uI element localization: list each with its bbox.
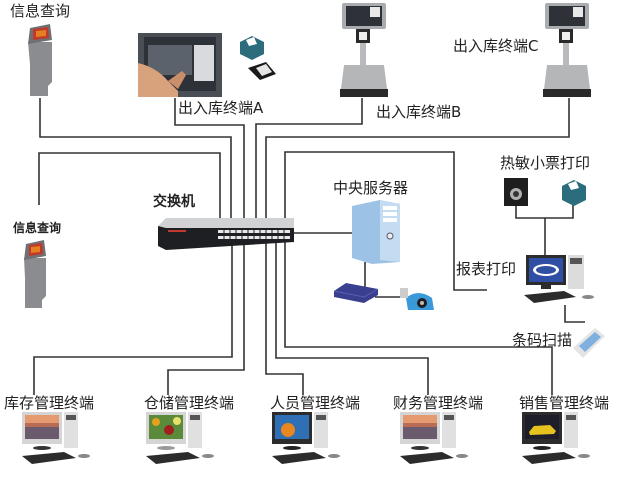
network-switch-icon <box>158 218 294 250</box>
wire-kiosk-left <box>38 152 221 232</box>
wire-sales <box>284 242 553 395</box>
label-terminal-b: 出入库终端B <box>376 103 462 121</box>
desktop-pc-icon <box>146 412 214 464</box>
wire-terminal-c <box>265 98 570 232</box>
label-finance-terminal: 财务管理终端 <box>393 394 484 412</box>
wire-terminal-b <box>255 98 363 232</box>
label-info-query-top: 信息查询 <box>10 2 71 20</box>
desktop-pc-icon <box>272 412 340 464</box>
speaker-icon <box>504 178 528 206</box>
label-sales-terminal: 销售管理终端 <box>519 394 610 412</box>
wire-personnel <box>265 242 304 395</box>
label-personnel-terminal: 人员管理终端 <box>270 394 361 412</box>
label-terminal-c: 出入库终端C <box>453 37 539 55</box>
desktop-pc-icon <box>400 412 468 464</box>
label-terminal-a: 出入库终端A <box>178 99 264 117</box>
desktop-pc-icon <box>524 255 594 303</box>
desktop-pc-icon <box>522 412 590 464</box>
label-switch: 交换机 <box>153 194 195 210</box>
label-report-print: 报表打印 <box>456 260 517 278</box>
weighing-scale-icon <box>543 3 591 97</box>
wire-printers <box>515 205 574 219</box>
weighing-scale-icon <box>340 3 388 97</box>
info-kiosk-icon <box>24 240 46 308</box>
server-tower-icon <box>352 200 400 264</box>
desktop-pc-icon <box>22 412 90 464</box>
receipt-printer-icon <box>562 180 586 206</box>
wire-kiosk-top <box>39 98 232 232</box>
barcode-scanner-icon <box>573 328 605 358</box>
receipt-printer-icon <box>240 36 264 60</box>
wire-report-pc <box>284 151 487 291</box>
label-inventory-terminal: 库存管理终端 <box>4 394 95 412</box>
wire-barcode <box>564 305 585 323</box>
label-storage-terminal: 仓储管理终端 <box>144 394 235 412</box>
label-thermal-printer: 热敏小票打印 <box>500 154 591 172</box>
telephone-icon <box>400 288 434 310</box>
modem-icon <box>333 283 379 303</box>
touchscreen-pos-icon <box>138 33 222 97</box>
card-reader-icon <box>248 62 276 80</box>
wire-finance <box>275 242 429 395</box>
wire-storage <box>167 242 245 395</box>
info-kiosk-icon <box>28 24 52 96</box>
wire-terminal-a <box>174 98 245 232</box>
wire-inventory <box>33 242 233 395</box>
label-info-query-left: 信息查询 <box>13 221 62 235</box>
label-central-server: 中央服务器 <box>333 179 409 197</box>
label-barcode-scan: 条码扫描 <box>512 331 573 349</box>
